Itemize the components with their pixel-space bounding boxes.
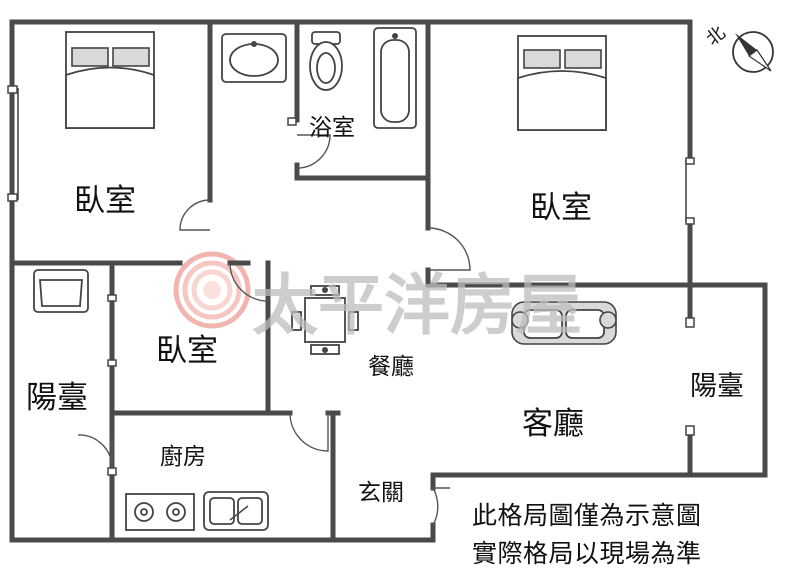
disclaimer-line-1: 此格局圖僅為示意圖 — [472, 501, 702, 530]
dining-table-icon — [291, 285, 359, 355]
room-label-dining: 餐廳 — [368, 354, 414, 380]
stove-icon — [125, 493, 195, 531]
room-label-balcony-left: 陽臺 — [26, 380, 88, 416]
laundry-sink-icon — [33, 269, 89, 313]
bathtub-icon — [373, 27, 417, 129]
room-label-bedroom-left: 臥室 — [74, 183, 136, 219]
room-label-entrance: 玄關 — [358, 480, 404, 506]
disclaimer-line-2: 實際格局以現場為準 — [472, 539, 702, 568]
compass-icon — [732, 31, 774, 73]
room-label-balcony-right: 陽臺 — [690, 371, 744, 402]
toilet-icon — [309, 31, 343, 91]
sink-icon — [221, 33, 287, 83]
room-label-living: 客廳 — [522, 406, 584, 442]
kitchen-sink-icon — [203, 491, 269, 531]
bed-right-icon — [517, 35, 607, 131]
doors — [77, 134, 471, 526]
room-label-bedroom-middle: 臥室 — [156, 333, 218, 369]
room-label-bedroom-right: 臥室 — [530, 190, 592, 226]
room-label-bathroom: 浴室 — [309, 115, 355, 141]
room-label-kitchen: 廚房 — [160, 444, 206, 470]
sofa-icon — [511, 301, 617, 345]
watermark-text: 太平洋房屋 — [252, 266, 582, 344]
watermark-logo — [173, 251, 251, 329]
windows — [7, 85, 695, 476]
walls — [9, 19, 768, 543]
bed-left-icon — [65, 31, 155, 129]
